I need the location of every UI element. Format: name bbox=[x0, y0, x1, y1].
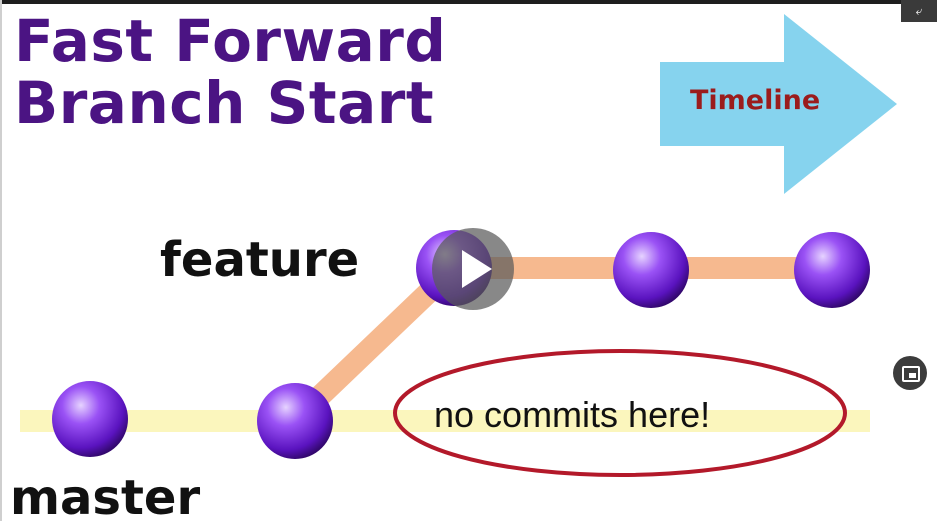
timeline-arrow bbox=[660, 14, 897, 194]
play-icon bbox=[462, 250, 492, 288]
master-branch-label: master bbox=[10, 470, 201, 526]
feature-commit-node bbox=[794, 232, 870, 308]
timeline-label: Timeline bbox=[690, 85, 821, 116]
master-commit-node bbox=[52, 381, 128, 457]
feature-branch-label: feature bbox=[160, 232, 360, 288]
picture-in-picture-button[interactable] bbox=[893, 356, 927, 390]
title-line-2: Branch Start bbox=[14, 69, 435, 137]
slide-title: Fast Forward Branch Start bbox=[14, 10, 446, 134]
video-top-strip bbox=[0, 0, 937, 4]
callout-text: no commits here! bbox=[434, 394, 711, 435]
feature-commit-node bbox=[613, 232, 689, 308]
picture-in-picture-icon bbox=[902, 366, 920, 382]
branch-point-commit-node bbox=[257, 383, 333, 459]
title-line-1: Fast Forward bbox=[14, 7, 447, 75]
collapse-icon[interactable]: ⤶ bbox=[901, 0, 937, 22]
callout-ellipse bbox=[393, 349, 847, 477]
frame-edge bbox=[0, 0, 2, 521]
play-button[interactable] bbox=[432, 228, 514, 310]
